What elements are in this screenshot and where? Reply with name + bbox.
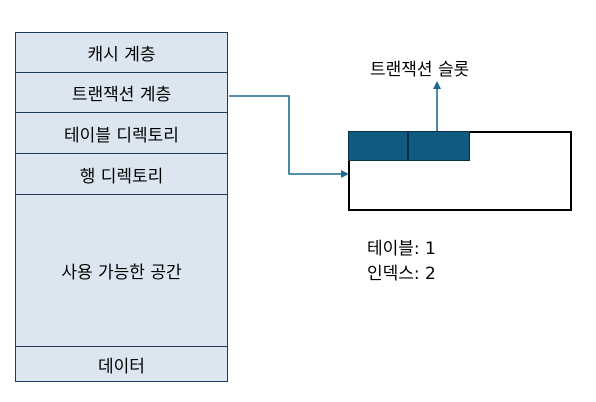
layer-row-directory-label: 행 디렉토리 bbox=[79, 166, 164, 187]
layer-transaction-label: 트랜잭션 계층 bbox=[71, 85, 172, 105]
transaction-slot-box bbox=[348, 131, 572, 211]
layer-cache-label: 캐시 계층 bbox=[87, 45, 156, 65]
layer-row-directory: 행 디렉토리 bbox=[16, 154, 227, 195]
layer-table-directory-label: 테이블 디렉토리 bbox=[64, 125, 179, 146]
transaction-slot-2 bbox=[408, 131, 470, 161]
slot-title: 트랜잭션 슬롯 bbox=[370, 60, 470, 80]
layer-data: 데이터 bbox=[16, 347, 227, 381]
transaction-layer-arrow bbox=[229, 95, 349, 178]
layer-free-space: 사용 가능한 공간 bbox=[16, 195, 227, 347]
layer-cache: 캐시 계층 bbox=[16, 33, 227, 73]
data-block-diagram: 캐시 계층 트랜잭션 계층 테이블 디렉토리 행 디렉토리 사용 가능한 공간 … bbox=[15, 32, 228, 382]
layer-table-directory: 테이블 디렉토리 bbox=[16, 113, 227, 154]
layer-data-label: 데이터 bbox=[98, 356, 145, 377]
layer-transaction: 트랜잭션 계층 bbox=[16, 73, 227, 113]
index-count-label: 인덱스: 2 bbox=[367, 264, 436, 284]
layer-free-space-label: 사용 가능한 공간 bbox=[61, 263, 182, 283]
table-count-label: 테이블: 1 bbox=[367, 239, 436, 259]
transaction-slot-1 bbox=[348, 131, 408, 161]
